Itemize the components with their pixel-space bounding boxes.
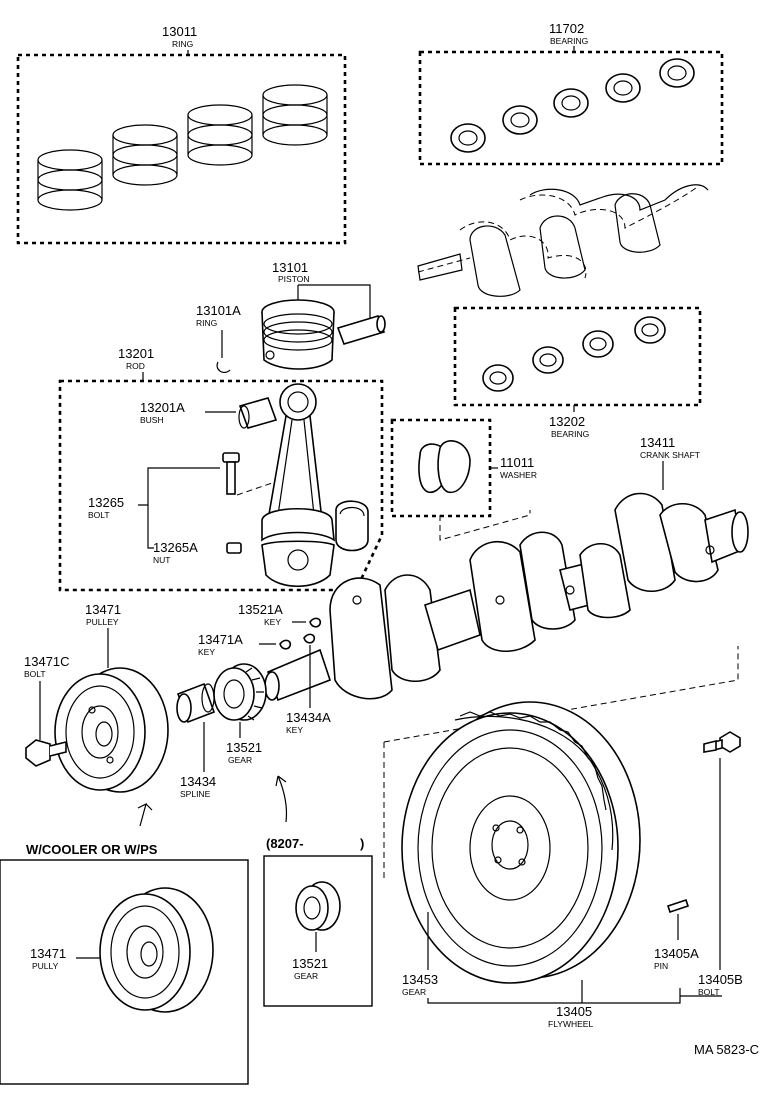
rod-bearing-shells <box>482 316 666 392</box>
callout-crankshaft-name: CRANK SHAFT <box>640 450 700 460</box>
crankshaft-nose <box>264 648 332 702</box>
callout-bolt-pulley-name: BOLT <box>24 669 46 679</box>
flywheel-bolt <box>703 731 741 753</box>
variant-cooler-label: W/COOLER OR W/PS <box>26 842 158 857</box>
rod-bearing-shell <box>335 500 369 552</box>
callout-rod-number: 13201 <box>118 346 154 361</box>
front-parts-group: 13471 PULLEY 13471C BOLT 13521A KEY 1347… <box>24 602 331 827</box>
arrow-pulley-variant <box>137 802 153 827</box>
callout-ring-number: 13011 <box>162 24 197 39</box>
callout-bearing-main-number: 11702 <box>549 21 584 36</box>
alt-gear-group: (8207- ) 13521 GEAR <box>263 836 373 1007</box>
callout-washer-name: WASHER <box>500 470 537 480</box>
rod-bolt <box>222 452 276 496</box>
flywheel <box>401 701 641 984</box>
crankshaft <box>329 492 749 700</box>
callout-pulley-number: 13471 <box>85 602 121 617</box>
callout-washer-number: 11011 <box>500 455 534 470</box>
piston-group: 13101 PISTON 13101A RING <box>196 260 386 374</box>
callout-pin-name: PIN <box>654 961 668 971</box>
callout-key-a-number: 13521A <box>238 602 283 617</box>
callout-piston-ring-name: RING <box>196 318 217 328</box>
spline-sleeve <box>176 682 216 724</box>
main-bearing-shells <box>450 58 695 153</box>
callout-bush-number: 13201A <box>140 400 185 415</box>
callout-piston-number: 13101 <box>272 260 308 275</box>
crank-pulley <box>54 667 169 793</box>
callout-crankshaft-number: 13411 <box>640 435 675 450</box>
snap-ring <box>216 361 231 374</box>
callout-gear-name: GEAR <box>228 755 252 765</box>
callout-gear-alt-name: GEAR <box>294 971 318 981</box>
rod-group: 13201 ROD 13201A BUSH 13265 BOLT <box>58 346 384 592</box>
flywheel-group: 13453 GEAR 13405 FLYWHEEL 13405A PIN 134… <box>383 646 743 1029</box>
key-b <box>279 639 292 650</box>
callout-nut-number: 13265A <box>153 540 198 555</box>
timing-gear <box>213 663 267 721</box>
callout-piston-name: PISTON <box>278 274 310 284</box>
callout-bush-name: BUSH <box>140 415 164 425</box>
piston-ring-set-2 <box>112 124 178 186</box>
piston-pin <box>336 315 386 345</box>
callout-key-c-number: 13434A <box>286 710 331 725</box>
callout-gear-alt-number: 13521 <box>292 956 328 971</box>
callout-gear-number: 13521 <box>226 740 262 755</box>
piston-ring-set-3 <box>187 104 253 166</box>
callout-bolt-flywheel-name: BOLT <box>698 987 720 997</box>
callout-key-b-number: 13471A <box>198 632 243 647</box>
alt-pully <box>99 887 214 1013</box>
callout-pully-alt-number: 13471 <box>30 946 66 961</box>
rod-bearing-group: 13202 BEARING <box>453 306 702 439</box>
callout-piston-ring-number: 13101A <box>196 303 241 318</box>
arrow-gear-variant <box>275 775 288 823</box>
callout-nut-name: NUT <box>153 555 170 565</box>
callout-bolt-rod-name: BOLT <box>88 510 110 520</box>
callout-ring-name: RING <box>172 39 193 49</box>
callout-bearing-rod-number: 13202 <box>549 414 585 429</box>
alt-pully-group: W/COOLER OR W/PS 13471 PULLY <box>0 842 249 1085</box>
alt-gear <box>295 881 341 931</box>
ring-group: 13011 RING <box>16 24 347 245</box>
crankshaft-upper-sketch <box>417 184 709 297</box>
callout-flywheel-name: FLYWHEEL <box>548 1019 593 1029</box>
key-a <box>309 617 322 628</box>
dowel-pin <box>666 898 690 914</box>
key-c <box>303 633 316 644</box>
piston-body <box>261 299 335 370</box>
callout-bolt-pulley-number: 13471C <box>24 654 70 669</box>
callout-flywheel-number: 13405 <box>556 1004 592 1019</box>
main-bearing-group: 11702 BEARING <box>418 21 724 166</box>
thrust-washers <box>418 440 471 494</box>
bush <box>238 397 278 429</box>
diagram-code: MA 5823-C <box>694 1042 759 1057</box>
callout-bearing-rod-name: BEARING <box>551 429 589 439</box>
callout-bolt-rod-number: 13265 <box>88 495 124 510</box>
callout-rod-name: ROD <box>126 361 145 371</box>
callout-key-a-name: KEY <box>264 617 281 627</box>
callout-pulley-name: PULLEY <box>86 617 119 627</box>
callout-key-c-name: KEY <box>286 725 303 735</box>
callout-key-b-name: KEY <box>198 647 215 657</box>
callout-ring-gear-number: 13453 <box>402 972 438 987</box>
callout-bolt-flywheel-number: 13405B <box>698 972 743 987</box>
variant-date-label: (8207- <box>266 836 304 851</box>
washer-group: 11011 WASHER <box>390 418 537 541</box>
connecting-rod <box>261 383 335 587</box>
piston-ring-set-4 <box>262 84 328 146</box>
callout-ring-gear-name: GEAR <box>402 987 426 997</box>
piston-ring-set-1 <box>37 149 103 211</box>
callout-pully-alt-name: PULLY <box>32 961 59 971</box>
variant-date-close: ) <box>360 836 364 851</box>
callout-bearing-main-name: BEARING <box>550 36 588 46</box>
pulley-bolt <box>25 739 67 767</box>
callout-spline-name: SPLINE <box>180 789 211 799</box>
rod-nut <box>226 542 242 554</box>
callout-spline-number: 13434 <box>180 774 216 789</box>
callout-pin-number: 13405A <box>654 946 699 961</box>
crankshaft-group: 13411 CRANK SHAFT <box>264 435 749 702</box>
